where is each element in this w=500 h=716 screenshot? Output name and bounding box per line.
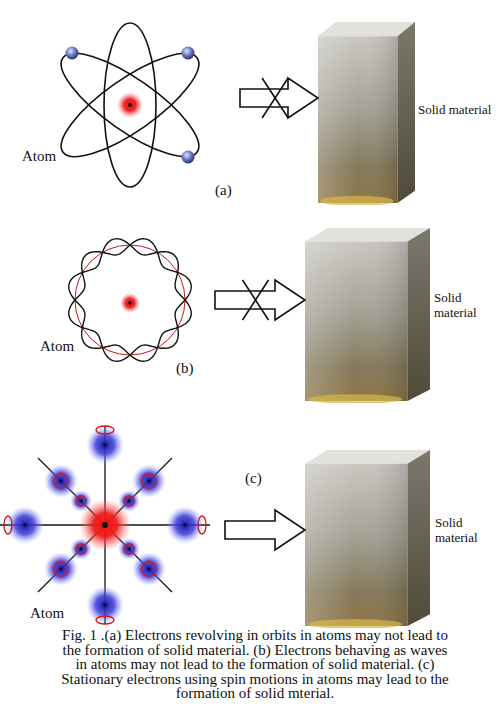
electron-cloud bbox=[44, 464, 78, 498]
spin-circle bbox=[142, 474, 156, 488]
electron-clouds bbox=[6, 426, 204, 624]
cross-mark bbox=[243, 280, 269, 320]
solid-cube bbox=[305, 228, 430, 404]
spin-circle bbox=[76, 544, 86, 554]
electron-wave bbox=[69, 239, 191, 361]
electron-dot bbox=[23, 523, 27, 527]
figure-caption: Fig. 1 .(a) Electrons revolving in orbit… bbox=[55, 628, 455, 701]
spin-atom bbox=[0, 426, 210, 624]
atom-label: Atom bbox=[22, 148, 56, 165]
part-label: (b) bbox=[176, 360, 194, 377]
spin-circle bbox=[124, 496, 134, 506]
orbit bbox=[48, 37, 212, 174]
electron-dot bbox=[59, 567, 62, 570]
wave-atom bbox=[69, 239, 191, 361]
axis-line bbox=[38, 458, 172, 592]
electron-dots bbox=[23, 443, 187, 607]
electron-cloud bbox=[86, 586, 124, 624]
nucleus-dot bbox=[102, 522, 108, 528]
material-label: Solid material bbox=[434, 290, 486, 320]
spin-circle bbox=[124, 544, 134, 554]
electron-dot bbox=[80, 500, 83, 503]
electron-dot bbox=[147, 479, 150, 482]
part-label: (c) bbox=[245, 470, 262, 487]
cross-mark bbox=[262, 78, 288, 118]
orbit-ellipse bbox=[48, 37, 212, 174]
atom-figure: Atom bbox=[5, 420, 225, 625]
atom-label: Atom bbox=[40, 338, 74, 355]
block-arrow bbox=[240, 78, 318, 118]
orbit-ellipse bbox=[104, 23, 156, 187]
orbit bbox=[104, 23, 156, 187]
axis-lines bbox=[0, 426, 210, 624]
electron-cloud bbox=[86, 426, 124, 464]
spin-ellipse bbox=[96, 616, 114, 624]
spin-ellipse bbox=[4, 516, 12, 534]
block-arrow bbox=[215, 280, 305, 320]
cross-mark bbox=[262, 78, 288, 118]
electron-dot bbox=[59, 479, 62, 482]
nucleus-dot bbox=[128, 301, 132, 305]
orbit-atom bbox=[48, 23, 212, 187]
spin-circle bbox=[76, 496, 86, 506]
electron-cloud bbox=[132, 552, 166, 586]
spin-circle bbox=[54, 474, 68, 488]
nucleus bbox=[117, 92, 143, 118]
electron-dot bbox=[80, 548, 83, 551]
nucleus bbox=[79, 499, 131, 551]
cross-mark bbox=[243, 280, 269, 320]
nucleus-dot bbox=[128, 103, 132, 107]
solid-cube bbox=[305, 450, 430, 629]
electron bbox=[182, 47, 195, 60]
electron bbox=[66, 47, 79, 60]
electron-dot bbox=[128, 548, 131, 551]
electron-dot bbox=[183, 523, 187, 527]
electron-dot bbox=[147, 567, 150, 570]
nucleus bbox=[120, 293, 140, 313]
atom-label: Atom bbox=[30, 605, 64, 622]
orbit bbox=[48, 37, 212, 174]
axis-line bbox=[38, 458, 172, 592]
atom-figure: Atom bbox=[15, 20, 240, 210]
electron-cloud bbox=[132, 464, 166, 498]
spin-circle bbox=[142, 562, 156, 576]
solid-material-figure: Solid material bbox=[305, 450, 500, 628]
solid-material-figure: Solid material bbox=[305, 228, 500, 403]
solid-cube bbox=[318, 22, 415, 206]
block-arrow bbox=[225, 510, 305, 550]
spin-circle bbox=[54, 562, 68, 576]
electron-dot bbox=[103, 443, 107, 447]
orbit-circle bbox=[75, 245, 185, 355]
orbit-ellipse bbox=[48, 37, 212, 174]
part-label: (a) bbox=[215, 182, 232, 199]
spin-ellipse bbox=[96, 426, 114, 434]
electron-dot bbox=[103, 603, 107, 607]
material-label: Solid material bbox=[435, 515, 487, 545]
solid-material-figure: Solid material bbox=[318, 22, 500, 207]
electron-cloud bbox=[44, 552, 78, 586]
electron bbox=[182, 151, 195, 164]
spin-ellipse bbox=[198, 516, 206, 534]
electron-wave bbox=[69, 239, 191, 361]
electron-dot bbox=[128, 500, 131, 503]
material-label: Solid material bbox=[418, 102, 491, 117]
spin-marks bbox=[4, 426, 206, 624]
